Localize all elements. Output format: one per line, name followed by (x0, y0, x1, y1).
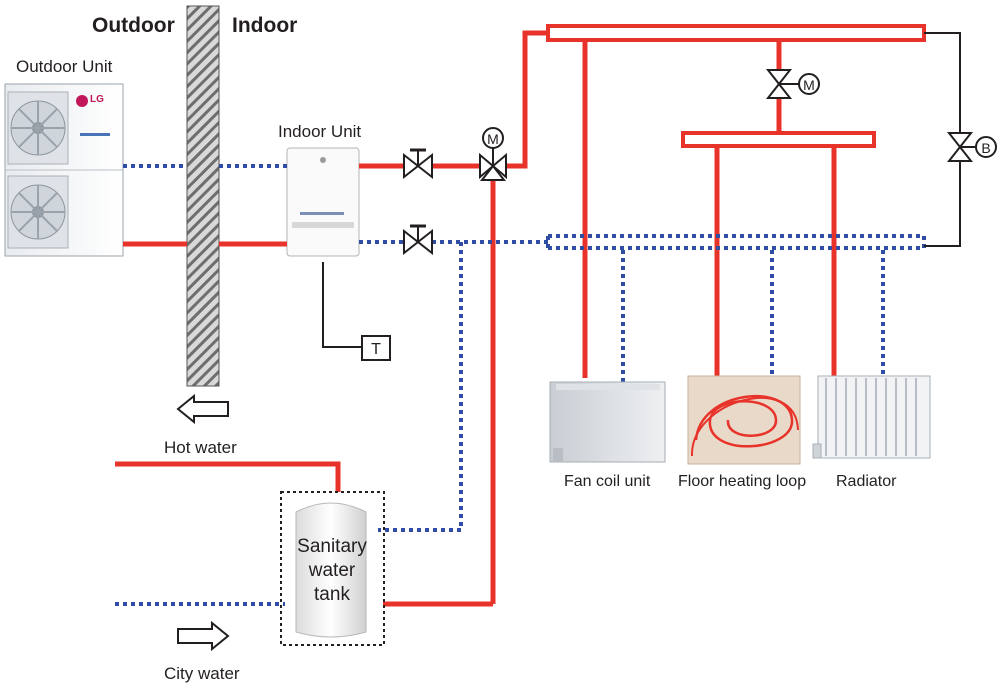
indoor-label: Indoor (232, 14, 298, 37)
motor-marker-header: M (803, 77, 815, 93)
radiator (812, 375, 931, 459)
supply-header (546, 24, 926, 42)
outdoor-label: Outdoor (92, 14, 175, 37)
three-way-motor-valve (479, 127, 507, 181)
city-water-arrow (177, 620, 230, 652)
outdoor-unit (4, 83, 124, 257)
floor-heating-loop (687, 375, 801, 465)
unit-logo: LG (90, 94, 104, 105)
floor-heating-header (681, 131, 876, 148)
thermostat-marker: T (371, 341, 381, 358)
supply-shutoff-valve (403, 148, 433, 180)
tank-label-line-2: water (308, 560, 356, 581)
bypass-valve (946, 132, 997, 162)
radiator-label: Radiator (836, 473, 897, 490)
fan-coil-unit (549, 381, 666, 463)
hot-pipes (115, 30, 837, 607)
thermostat-box (361, 335, 391, 361)
indoor-unit-label: Indoor Unit (278, 122, 362, 141)
floor-heating-loop-label: Floor heating loop (678, 473, 807, 490)
wall (186, 5, 220, 387)
outdoor-unit-label: Outdoor Unit (16, 57, 113, 76)
tank-label-line-3: tank (314, 584, 350, 605)
tank-label-line-1: Sanitary (297, 536, 367, 557)
sanitary-water-tank (295, 502, 367, 638)
return-shutoff-valve (403, 224, 433, 256)
hot-water-arrow (176, 393, 229, 425)
return-lines (115, 164, 885, 606)
bypass-line (924, 32, 961, 247)
return-header (546, 234, 926, 250)
tank-dotted-boundary (280, 491, 385, 646)
sanitary-tank-label: Sanitary water tank (285, 535, 379, 607)
bypass-marker: B (981, 140, 990, 156)
city-water-label: City water (164, 664, 240, 683)
header-motor-valve (765, 69, 820, 99)
hot-water-label: Hot water (164, 438, 237, 457)
thermostat-wire (322, 262, 362, 348)
indoor-unit (286, 147, 360, 257)
motor-marker-3way: M (487, 131, 499, 147)
fan-coil-unit-label: Fan coil unit (564, 473, 651, 490)
